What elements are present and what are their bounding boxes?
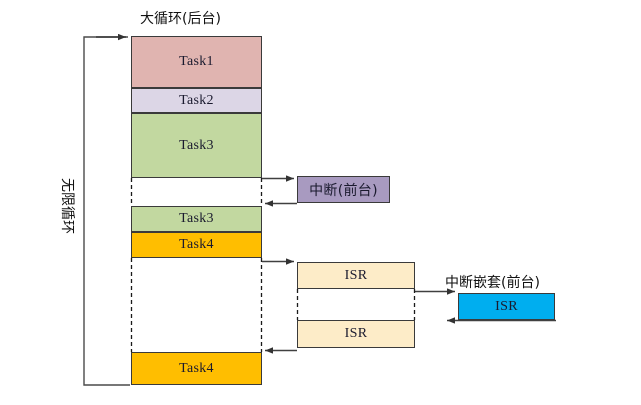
isr-block-upper: ISR: [297, 262, 415, 289]
task-block-task4-resume: Task4: [131, 352, 262, 385]
interrupt-foreground-block: 中断(前台): [297, 176, 390, 203]
infinite-loop-bracket: [83, 33, 130, 386]
infinite-loop-caption: 无限循环: [59, 178, 75, 234]
task-block-task1: Task1: [131, 36, 262, 88]
background-loop-title: 大循环(后台): [140, 11, 221, 27]
task-block-task3-resume: Task3: [131, 206, 262, 232]
isr-block-nested: ISR: [458, 293, 555, 320]
isr-block-lower: ISR: [297, 320, 415, 348]
nested-interrupt-title: 中断嵌套(前台): [445, 275, 540, 291]
task-block-task4: Task4: [131, 232, 262, 258]
task-block-task2: Task2: [131, 88, 262, 113]
task-block-task3: Task3: [131, 113, 262, 178]
